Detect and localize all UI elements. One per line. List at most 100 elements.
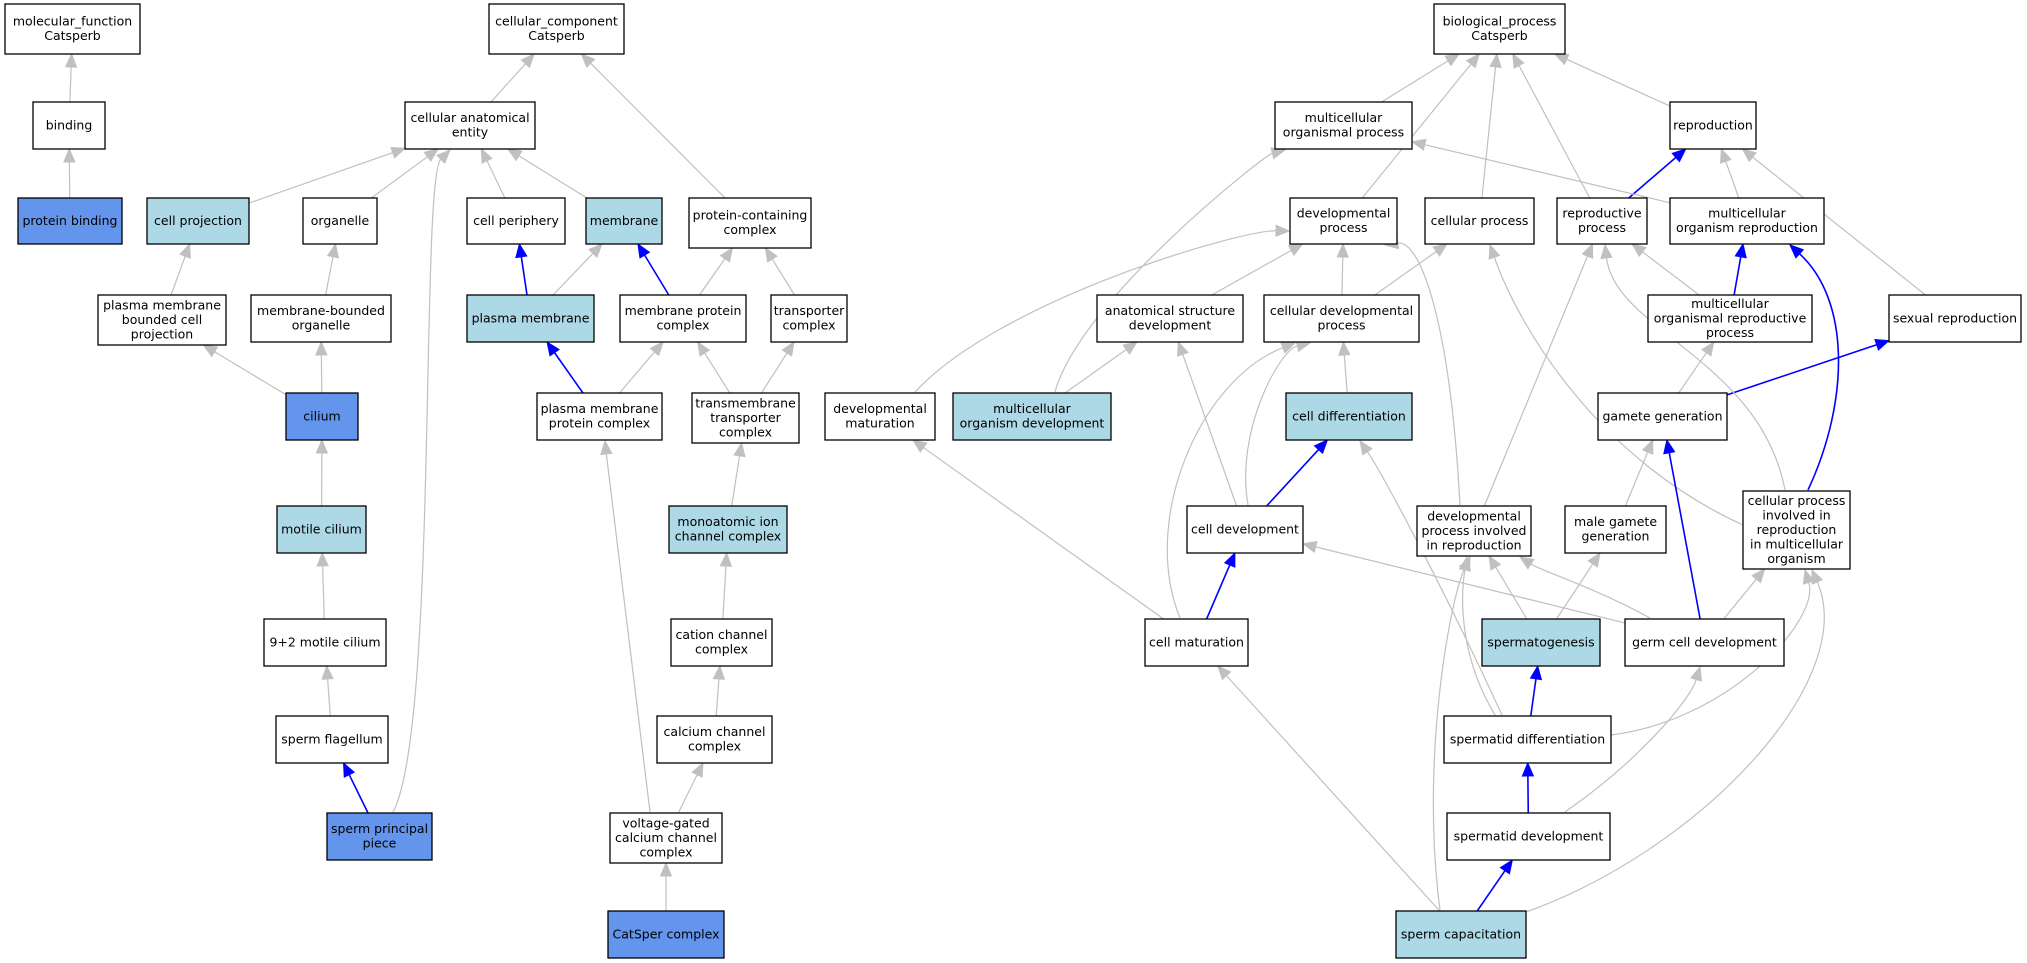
edge-devproc-to-bp-line [1361,63,1472,199]
node-protbind[interactable]: protein binding [17,197,123,245]
node-motcil[interactable]: motile cilium [276,505,367,554]
edge-catsper-to-vgcc-arrowhead [659,861,673,877]
node-cellperiph[interactable]: cell periphery [466,197,566,245]
node-cpir-label-line: involved in [1762,507,1830,522]
edge-celldev-to-asd-line [1182,354,1238,507]
edge-cellproc-to-bp [1481,52,1502,199]
node-catsper[interactable]: CatSper complex [607,910,725,959]
edge-mor-to-mop-arrowhead [1410,138,1427,151]
node-morp-label-line: organismal reproductive [1654,310,1807,325]
node-spdev[interactable]: spermatid development [1446,812,1611,861]
node-dpir-label-line: in reproduction [1426,537,1521,552]
edge-cachc-to-ccc-arrowhead [712,664,726,680]
edge-vgcc-to-cachc [677,761,704,814]
edge-cae-to-cc [490,53,535,103]
node-pm[interactable]: plasma membrane [466,294,595,343]
node-binding[interactable]: binding [32,101,106,150]
node-dpir-label-line: process involved [1422,523,1527,538]
edge-protbind-to-binding-arrowhead [63,147,76,163]
node-spflag[interactable]: sperm flagellum [275,715,389,764]
node-celldiff[interactable]: cell differentiation [1285,392,1413,441]
edge-tc-to-pcc [764,246,795,296]
node-spcap[interactable]: sperm capacitation [1395,910,1527,959]
edge-cellproj-to-cae-arrowhead [390,146,407,159]
edge-spdiff-to-cpir [1610,568,1815,736]
edge-morp-to-mor-arrowhead [1734,242,1747,259]
edge-pmbcp-to-cellproj [170,242,191,296]
edge-cellmat-to-devmat [911,439,1164,620]
edge-morp-to-reproproc [1631,243,1700,296]
node-protbind-box [17,197,123,245]
edge-spdev-to-spdiff [1521,761,1535,814]
node-cellmat-label-line: cell maturation [1149,634,1244,649]
edge-gcd-to-gametegen-arrowhead [1663,438,1676,455]
node-reproproc-label-line: reproductive [1562,206,1642,221]
edge-spp-to-cae-arrowhead [436,149,451,164]
node-cc-label-line: Catsperb [528,28,585,43]
node-vgcc-label-line: voltage-gated [622,815,709,830]
node-spermato[interactable]: spermatogenesis [1481,618,1601,667]
edge-cdp-to-devproc-line [1341,256,1344,296]
edge-cpir-to-mor [1789,244,1840,491]
node-gcd[interactable]: germ cell development [1624,618,1785,667]
node-devproc-box [1289,197,1398,245]
edge-spcap-to-dpir-line [1432,568,1466,911]
node-cellmat[interactable]: cell maturation [1144,618,1249,667]
node-gametegen[interactable]: gamete generation [1597,392,1728,441]
edge-gametegen-to-morp [1678,340,1715,394]
node-spp-label-line: sperm principal [331,821,428,836]
node-celldev[interactable]: cell development [1186,505,1304,554]
node-repro[interactable]: reproduction [1669,101,1757,150]
node-mop-label-line: organismal process [1283,125,1404,140]
node-mpc-label-line: membrane protein [625,303,742,318]
node-nine2-box [263,618,387,667]
node-membrane[interactable]: membrane [585,197,663,245]
edge-spermato-to-mgg [1555,551,1601,620]
edge-mod-to-mop-line [1054,152,1273,393]
node-nine2[interactable]: 9+2 motile cilium [263,618,387,667]
edge-pcc-to-cc-line [590,62,726,199]
node-organelle[interactable]: organelle [302,197,378,245]
node-cellproj[interactable]: cell projection [146,197,250,245]
node-mor-label-line: organism reproduction [1676,220,1818,235]
edge-pm-to-membrane-line [552,252,594,296]
node-devmat-label-line: developmental [833,401,927,416]
node-spdiff[interactable]: spermatid differentiation [1443,715,1612,764]
node-cilium[interactable]: cilium [285,392,359,441]
edge-cilium-to-pmbcp-line [214,351,287,396]
node-vgcc-box [609,812,723,864]
edge-mpc-to-pcc-arrowhead [719,246,734,263]
node-cellproc[interactable]: cellular process [1424,197,1535,245]
edge-celldiff-to-cdp-line [1343,354,1348,394]
edge-cachc-to-ccc [712,664,726,717]
node-sexrep[interactable]: sexual reproduction [1888,294,2022,343]
